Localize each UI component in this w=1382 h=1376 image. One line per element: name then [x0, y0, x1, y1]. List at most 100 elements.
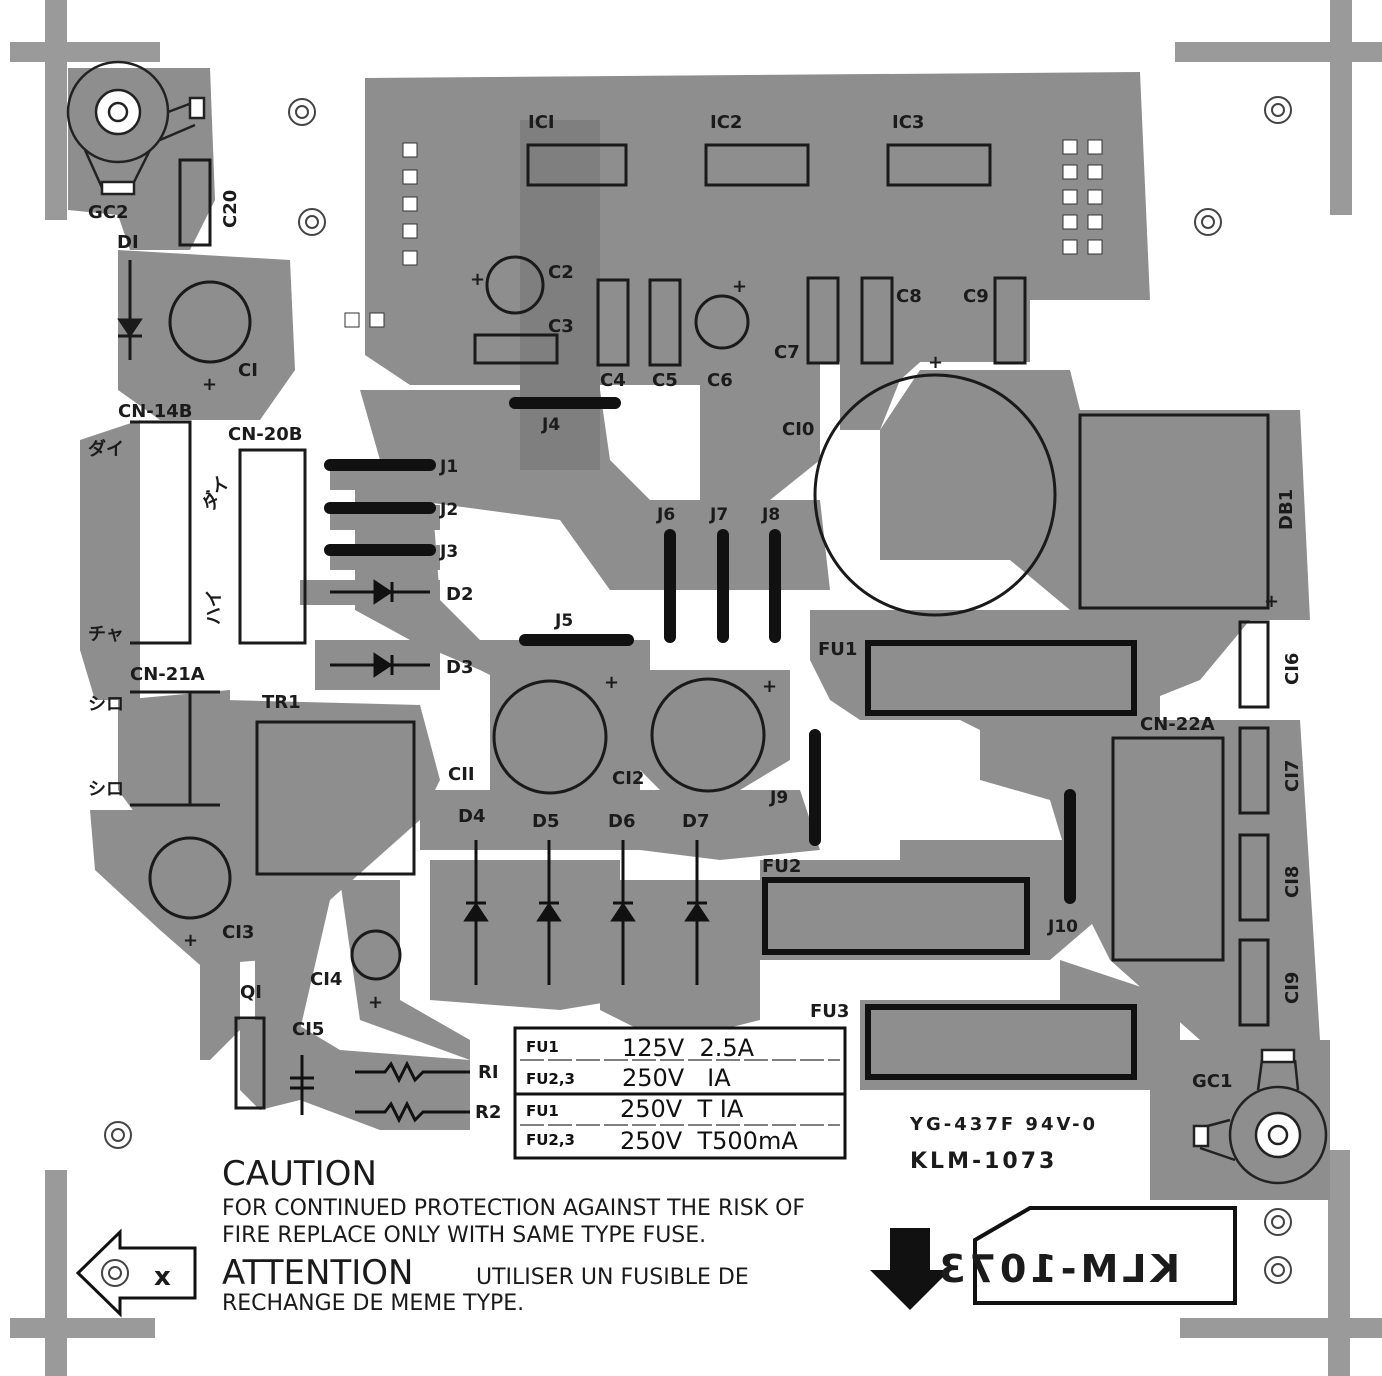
- c19-outline: [1238, 938, 1270, 1027]
- cn21a-outline: [130, 690, 220, 807]
- label-c17: CI7: [1282, 760, 1303, 792]
- fu3-block: [865, 1004, 1137, 1080]
- label-cn21a: CN-21A: [130, 664, 205, 685]
- caution-block: CAUTION FOR CONTINUED PROTECTION AGAINST…: [222, 1154, 805, 1316]
- fuse-row-3-id: FU1: [526, 1102, 559, 1120]
- label-d4: D4: [458, 806, 485, 827]
- ic1-outline: [526, 143, 628, 187]
- plus-c14: +: [368, 992, 383, 1013]
- label-r1: RI: [478, 1062, 499, 1083]
- label-c19: CI9: [1282, 972, 1303, 1004]
- label-c4: C4: [600, 370, 626, 391]
- label-c3: C3: [548, 316, 574, 337]
- label-db1: DB1: [1276, 489, 1297, 530]
- label-j1: J1: [439, 457, 458, 477]
- plus-c13: +: [183, 930, 198, 951]
- cn14b-outline: [130, 420, 192, 645]
- label-fu2: FU2: [762, 856, 801, 877]
- c4-outline: [596, 278, 630, 367]
- cn22a-outline: [1111, 736, 1225, 962]
- label-j3: J3: [439, 542, 458, 562]
- fuse-row-2-id: FU2,3: [526, 1070, 575, 1088]
- c7-outline: [806, 276, 840, 365]
- gc2-ground-clip: [66, 60, 206, 196]
- label-j4: J4: [541, 415, 560, 435]
- label-r2: R2: [475, 1102, 501, 1123]
- label-d2: D2: [446, 584, 473, 605]
- label-c1: CI: [238, 360, 258, 381]
- db1-outline: [1078, 413, 1270, 610]
- label-c2: C2: [548, 262, 574, 283]
- label-d7: D7: [682, 811, 709, 832]
- label-d1: DI: [117, 232, 139, 253]
- label-j6: J6: [656, 505, 675, 525]
- ic3-outline: [886, 143, 992, 187]
- q1-outline: [234, 1016, 266, 1110]
- label-j9: J9: [769, 788, 788, 808]
- label-c18: CI8: [1282, 866, 1303, 898]
- label-ic3: IC3: [892, 112, 924, 133]
- c16-outline: [1238, 620, 1270, 709]
- board-material: YG-437F 94V-0: [909, 1114, 1098, 1135]
- resistors: [290, 1055, 470, 1124]
- label-j5: J5: [554, 611, 573, 631]
- fuse-row-4-rating: 250V T500mA: [620, 1127, 798, 1155]
- label-cn20b: CN-20B: [228, 424, 303, 445]
- board-title-mirrored: KLM-1073: [935, 1247, 1180, 1291]
- gc1-ground-clip: [1192, 1048, 1328, 1185]
- label-gc1: GC1: [1192, 1071, 1233, 1092]
- label-jp-cha: チャ: [88, 624, 124, 645]
- attention-heading: ATTENTION: [222, 1253, 413, 1293]
- label-jp-hai: ハイ: [204, 589, 225, 625]
- fuse-row-3-rating: 250V T IA: [620, 1095, 744, 1123]
- c1-outline: [168, 280, 252, 364]
- label-c7: C7: [774, 342, 800, 363]
- label-d6: D6: [608, 811, 635, 832]
- label-jp-dai: ダイ: [88, 438, 124, 460]
- corner-marks: [10, 0, 1382, 1376]
- ic2-outline: [704, 143, 810, 187]
- label-cn14b: CN-14B: [118, 401, 193, 422]
- label-j10: J10: [1047, 917, 1078, 937]
- label-j8: J8: [761, 505, 780, 525]
- label-c13: CI3: [222, 922, 254, 943]
- c5-outline: [648, 278, 682, 367]
- label-gc2: GC2: [88, 202, 129, 223]
- c9-outline: [993, 276, 1027, 365]
- fu1-block: [865, 640, 1137, 716]
- fuse-row-1-id: FU1: [526, 1038, 559, 1056]
- label-c10: CI0: [782, 419, 814, 440]
- fu2-block: [762, 877, 1030, 955]
- label-c9: C9: [963, 286, 989, 307]
- label-c8: C8: [896, 286, 922, 307]
- plus-c2: +: [470, 269, 485, 290]
- cn20b-outline: [238, 448, 307, 645]
- c12-outline: [650, 677, 766, 793]
- label-c5: C5: [652, 370, 678, 391]
- c14-outline: [350, 929, 402, 981]
- components: [117, 143, 1270, 1110]
- plus-c11: +: [604, 672, 619, 693]
- fuse-rating-table: [513, 1026, 847, 1160]
- fuse-blocks: [762, 640, 1137, 1080]
- attention-line-2: RECHANGE DE MEME TYPE.: [222, 1291, 524, 1316]
- label-ic2: IC2: [710, 112, 742, 133]
- caution-heading: CAUTION: [222, 1154, 377, 1194]
- label-c11: CII: [448, 764, 475, 785]
- label-tr1: TR1: [262, 692, 301, 713]
- plus-db1: +: [1264, 591, 1279, 612]
- label-c14: CI4: [310, 969, 342, 990]
- c18-outline: [1238, 833, 1270, 922]
- label-cn22a: CN-22A: [1140, 714, 1215, 735]
- c13-outline: [148, 836, 232, 920]
- down-arrow-icon: [870, 1228, 950, 1310]
- c6-outline: [694, 294, 750, 350]
- c3-outline: [473, 333, 559, 365]
- fuse-row-2-rating: 250V IA: [622, 1064, 731, 1092]
- label-c16: CI6: [1282, 653, 1303, 685]
- pads: [344, 139, 1103, 328]
- fuse-row-1-rating: 125V 2.5A: [622, 1034, 755, 1062]
- board-title: KLM-1073: [910, 1149, 1057, 1174]
- label-c12: CI2: [612, 768, 644, 789]
